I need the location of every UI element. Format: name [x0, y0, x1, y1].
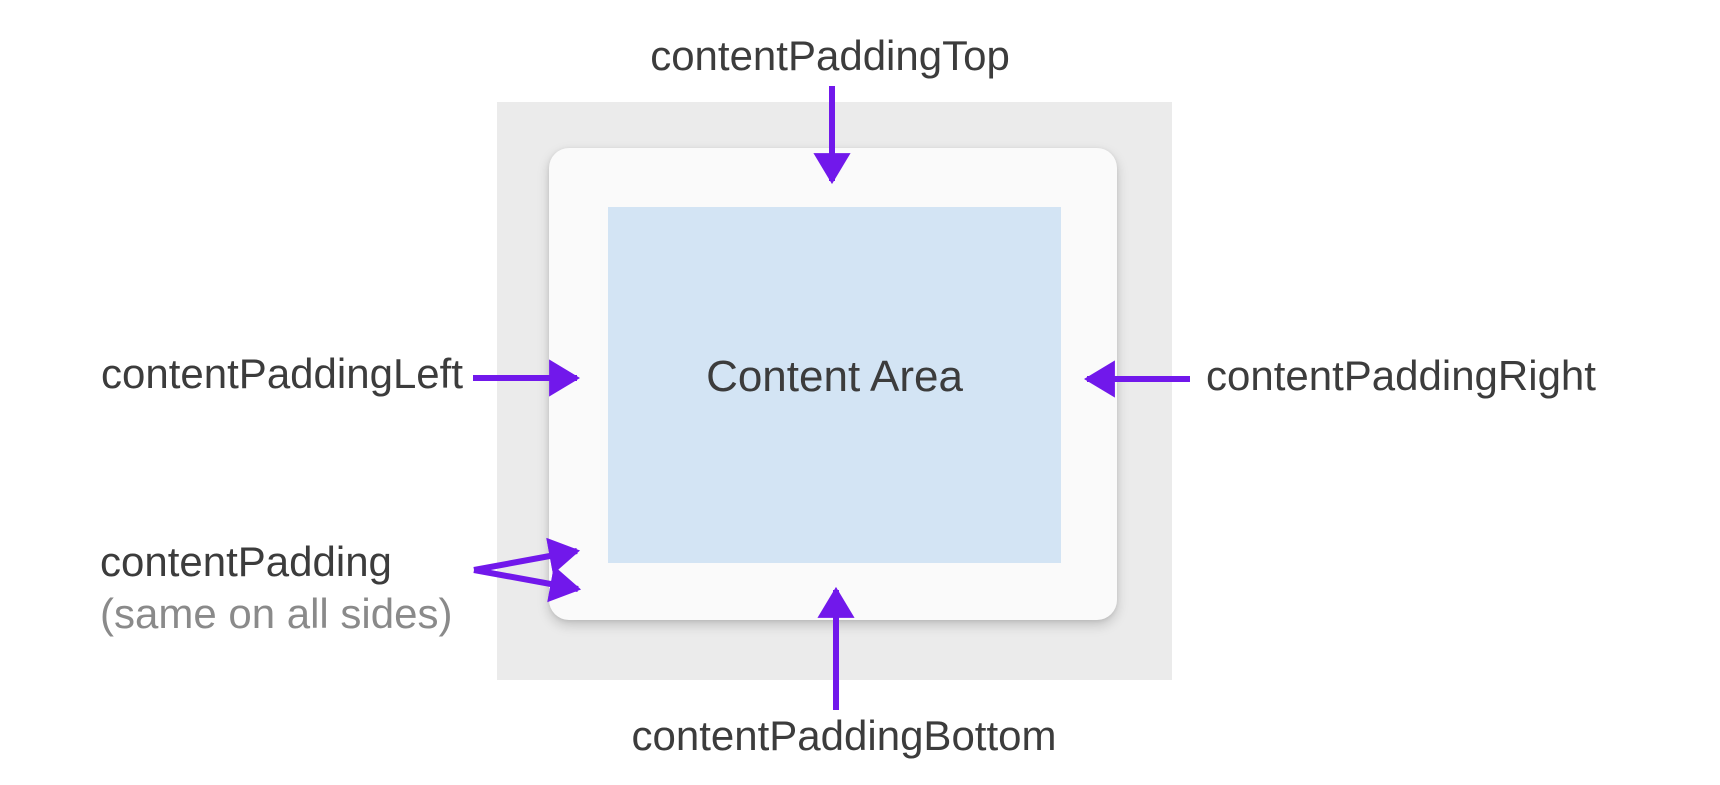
label-content-padding-right: contentPaddingRight — [1206, 352, 1596, 399]
content-area-box: Content Area — [608, 207, 1061, 563]
label-content-padding-all-sides: contentPadding — [100, 538, 392, 585]
label-content-padding-bottom: contentPaddingBottom — [631, 712, 1057, 759]
label-content-padding-left: contentPaddingLeft — [101, 350, 463, 397]
content-area-label: Content Area — [706, 352, 963, 401]
label-content-padding-note: (same on all sides) — [100, 590, 453, 637]
label-content-padding-top: contentPaddingTop — [650, 32, 1010, 79]
